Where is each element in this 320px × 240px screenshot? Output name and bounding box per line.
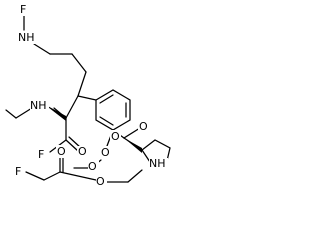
atom-nh-left: NH [30,99,47,112]
bond-c-ch2f [43,171,61,181]
bond-chain-3 [77,71,87,97]
benzene-double-3 [99,116,114,126]
bond-cacyl-o-a [65,139,79,152]
pyrrolidine-ring [141,139,171,166]
bond-propyl-2 [5,109,17,119]
atom-o-ester-bottom: O [96,175,105,188]
bond-nh-ch2 [33,43,51,55]
bond-ch-to-calpha [65,95,79,119]
benzene-ring [95,89,131,131]
wedge-bond-ring [124,138,142,153]
atom-o-carbonyl-left: O [78,145,87,158]
wedge-bond [44,104,66,121]
bond-c-ester-o [59,171,97,181]
benzene-double-1 [99,94,114,104]
atom-o-carbonyl-bottom: O [57,145,66,158]
atom-o-ester-right: O [111,130,120,143]
bond-ester-c-o [123,127,141,139]
atom-o-carbonyl-ring: O [139,120,148,133]
atom-o-peroxide-2: O [88,160,97,173]
bond-propyl-1 [15,107,33,119]
bond-ch-to-ring [77,95,97,101]
bond-ethyl-2 [127,169,143,183]
atom-nh-top: NH [18,31,35,44]
atom-nh-pyrrolidine: NH [149,157,166,170]
atom-o-peroxide-1: O [101,146,110,159]
atom-f-bottom: F [15,165,21,178]
chemical-structure-diagram: F NH NH F O O O O O NH O O F [5,3,171,188]
atom-labels: F NH NH F O O O O O NH O O F [15,3,168,188]
bond-chain-2 [71,53,87,73]
atom-f-top: F [20,3,26,16]
atom-f-left: F [38,148,44,161]
bond-ch2-f [25,171,45,181]
